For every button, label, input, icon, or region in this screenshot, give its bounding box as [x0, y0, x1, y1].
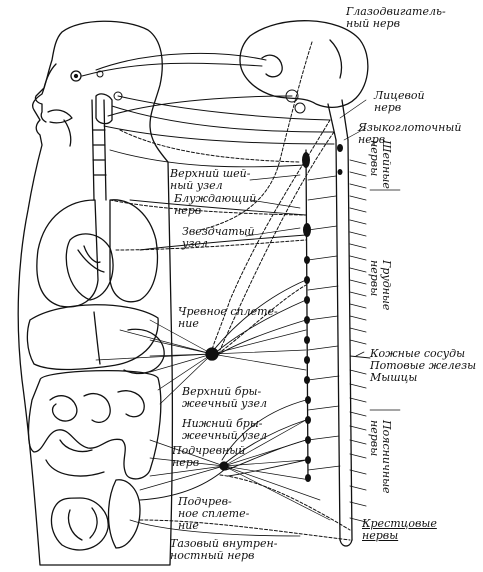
- spinal-nerve-rami: [349, 159, 371, 523]
- label-inferior-mesenteric-ganglion: Нижний бры- жеечный узел: [182, 417, 268, 442]
- left-lung: [36, 199, 99, 308]
- label-glossopharyngeal-nerve: Языкоглоточный нерв: [358, 121, 462, 146]
- heart: [65, 233, 114, 301]
- face-profile: [34, 63, 57, 123]
- label-hypogastric-plexus: Подчрев- ное сплете- ние: [178, 495, 250, 532]
- brain-stem: [327, 99, 349, 141]
- label-sacral-nerves: Крестцовые нервы: [362, 517, 437, 542]
- label-thoracic-nerves: Грудные нервы: [368, 260, 393, 311]
- rectum: [107, 479, 141, 549]
- label-stellate-ganglion: Звездчатый узел: [182, 225, 255, 250]
- label-celiac-plexus: Чревное сплете- ние: [178, 305, 278, 330]
- label-lumbar-nerves: Поясничные нервы: [368, 420, 393, 494]
- label-superior-mesenteric-ganglion: Верхний бры- жеечный узел: [182, 385, 268, 410]
- label-vagus-nerve: Блуждающий нерв: [174, 192, 257, 217]
- bladder: [50, 497, 109, 551]
- celiac-plexus-fibers: [95, 319, 307, 405]
- label-hypogastric-nerve: Подчревный нерв: [172, 444, 246, 469]
- sympathetic-ganglia: [302, 152, 311, 482]
- label-pelvic-splanchnic-nerve: Тазовый внутрен- ностный нерв: [170, 537, 278, 562]
- liver: [26, 304, 159, 371]
- trachea: [91, 99, 107, 201]
- eye: [70, 70, 82, 82]
- sympathetic-trunk: [305, 149, 309, 481]
- label-cervical-nerves: Шейные нервы: [368, 140, 393, 189]
- celiac-ganglion: [205, 347, 219, 361]
- label-skin-vessels-glands-muscles: Кожные сосуды Потовые железы Мышцы: [370, 347, 477, 384]
- brain: [239, 20, 369, 109]
- label-facial-nerve: Лицевой нерв: [374, 89, 425, 114]
- right-lung: [109, 199, 159, 303]
- label-oculomotor-nerve: Глазодвигатель- ный нерв: [346, 5, 446, 30]
- cranial-nerve-paths: [81, 52, 335, 145]
- intestines: [27, 369, 162, 480]
- stomach: [123, 328, 165, 375]
- label-superior-cervical-ganglion: Верхний шей- ный узел: [170, 167, 251, 192]
